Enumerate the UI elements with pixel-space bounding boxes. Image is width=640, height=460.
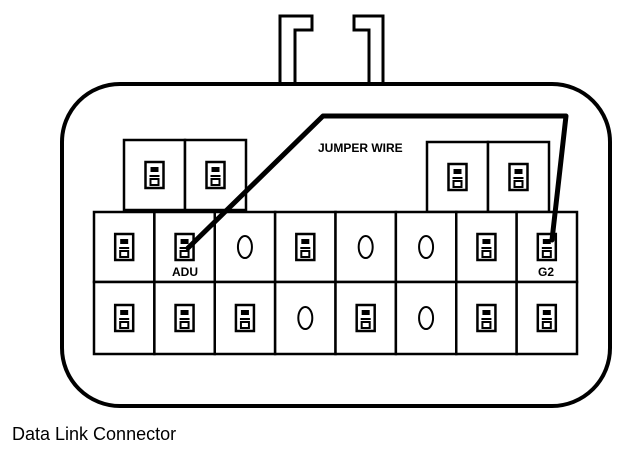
row1-cavity-pin [476,232,497,262]
row1-cavity-pin [295,232,316,262]
row2-cavity-empty-cavity [418,306,435,330]
top-right-cavity-pin [447,162,468,192]
top-right-cavity-pin [508,162,529,192]
adu-terminal-label: ADU [172,265,198,279]
row2-cavity-pin [234,303,256,333]
jumper-wire-label: JUMPER WIRE [318,141,403,155]
jumper-wire [185,113,569,251]
top-left-cavity-pin [144,160,165,190]
row2-cavity-pin [174,303,195,333]
row2-cavity-empty-cavity [297,306,314,330]
row1-cavity-empty-cavity [236,235,253,259]
row1-cavity-empty-cavity [418,235,435,259]
g2-terminal-label: G2 [538,265,554,279]
row2-cavity-pin [476,303,497,333]
row1-cavity-pin [174,232,195,262]
cavity-grid [92,210,579,356]
top-left-cavity-block [122,138,248,212]
left-latch [278,14,314,85]
row2-cavity-pin [113,303,135,333]
row2-cavity-pin [355,303,376,333]
row2-cavity-pin [536,303,558,333]
data-link-connector-diagram: JUMPER WIRE ADU G2 [60,14,612,408]
right-latch [352,14,385,85]
row1-cavity-empty-cavity [357,235,374,259]
top-right-cavity-block [425,140,551,214]
row1-cavity-pin [113,232,135,262]
diagram-caption: Data Link Connector [12,424,177,444]
top-left-cavity-pin [205,160,226,190]
